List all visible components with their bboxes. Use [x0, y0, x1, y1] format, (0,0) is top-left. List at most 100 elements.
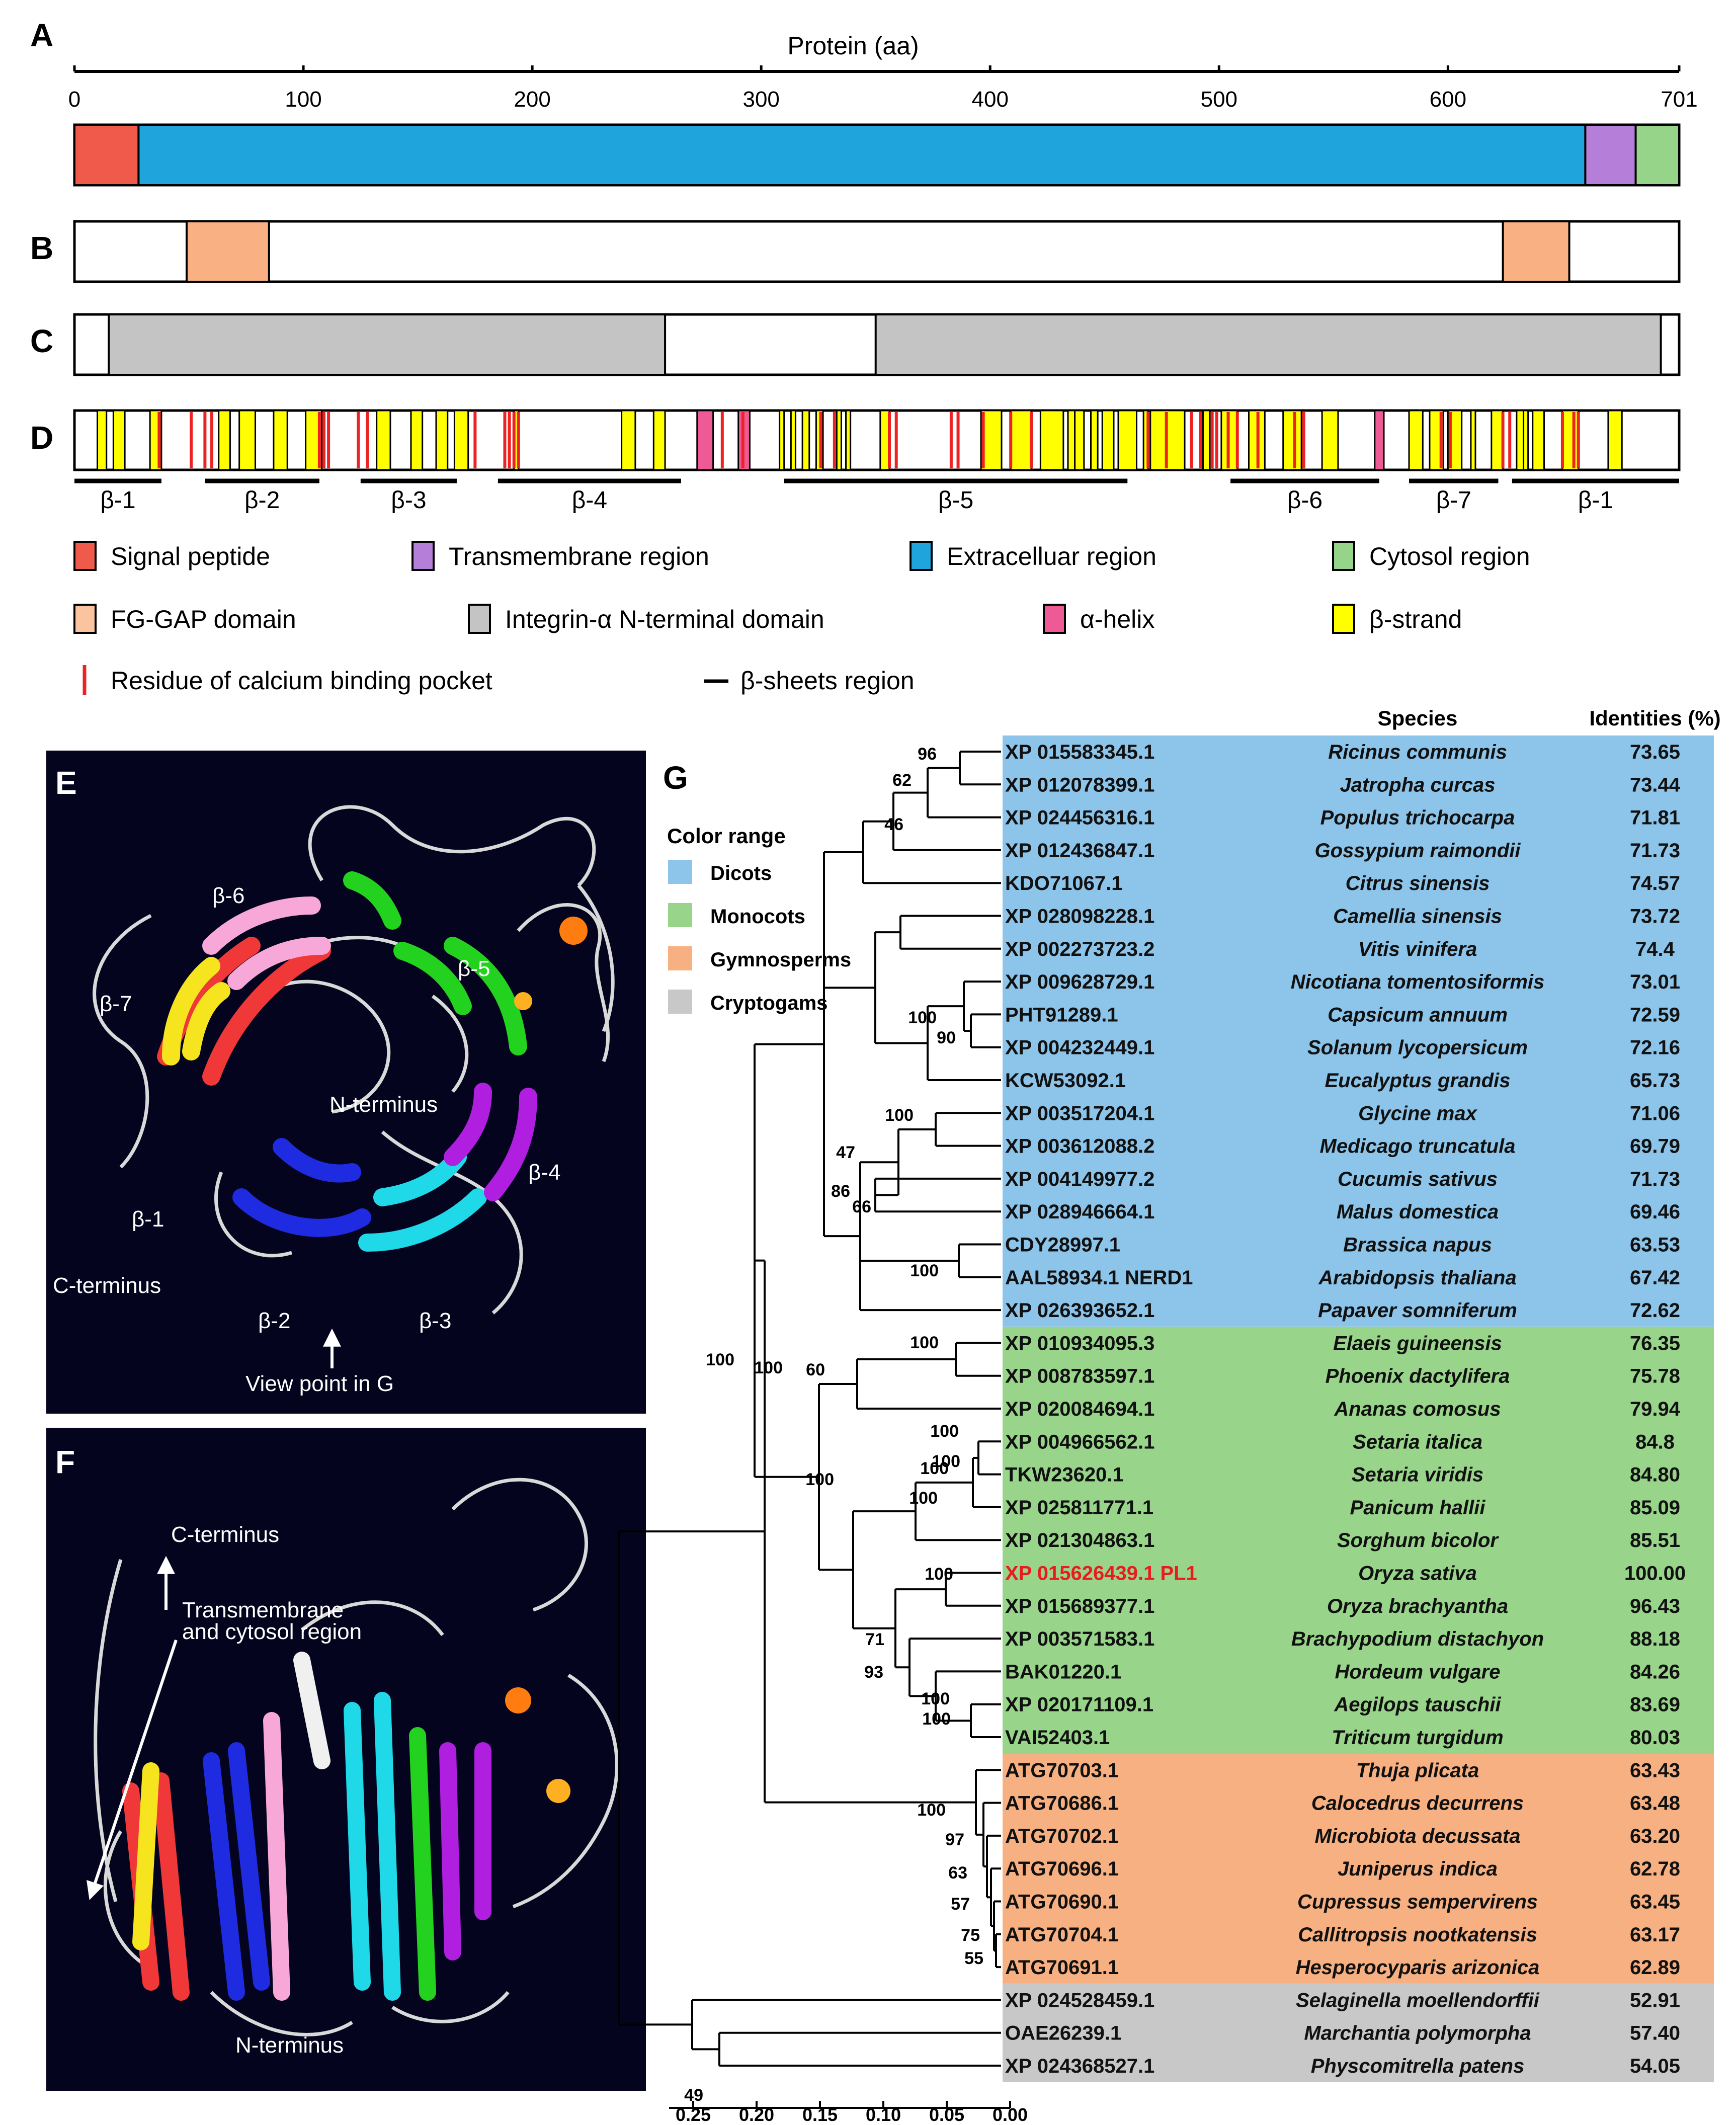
leaf-species: Triticum turgidum: [1332, 1727, 1503, 1749]
bootstrap-value: 100: [930, 1422, 959, 1441]
leaf-accession: XP 015626439.1 PL1: [1005, 1563, 1197, 1585]
leaf-accession: XP 003517204.1: [1005, 1102, 1154, 1124]
bootstrap-value: 66: [852, 1197, 871, 1216]
track-d-secondary-structure: [73, 409, 1681, 471]
leaf-species: Ananas comosus: [1334, 1398, 1501, 1420]
leaf-accession: XP 015689377.1: [1005, 1595, 1154, 1617]
beta-strand: [652, 410, 666, 471]
panel-f-helix: [505, 1687, 531, 1713]
leaf-accession: XP 024368527.1: [1005, 2055, 1154, 2077]
bootstrap-value: 100: [925, 1565, 953, 1584]
beta-strand: [410, 410, 424, 471]
panel-label-g: G: [663, 760, 688, 796]
leaf-identity: 88.18: [1630, 1628, 1680, 1650]
track-frame: [73, 220, 1681, 283]
beta-strand: [845, 410, 852, 471]
legend-swatch: [1332, 604, 1355, 634]
beta-sheet-label: β-7: [1436, 487, 1471, 514]
bootstrap-value: 100: [885, 1106, 914, 1125]
group-swatch: [668, 903, 692, 927]
label-beta1: β-1: [132, 1207, 164, 1232]
leaf-accession: BAK01220.1: [1005, 1661, 1121, 1683]
bootstrap-value: 60: [806, 1360, 825, 1379]
track-segment: [874, 313, 1662, 376]
label-beta3: β-3: [419, 1309, 451, 1333]
leaf-species: Juniperus indica: [1338, 1858, 1498, 1880]
leaf-species: Glycine max: [1358, 1102, 1477, 1124]
leaf-accession: XP 012436847.1: [1005, 840, 1154, 862]
leaf-identity: 54.05: [1630, 2055, 1680, 2077]
leaf-species: Ricinus communis: [1328, 741, 1507, 763]
leaf-accession: CDY28997.1: [1005, 1234, 1120, 1256]
panel-label-b: B: [30, 230, 53, 266]
panel-label-e: E: [55, 765, 77, 801]
bootstrap-value: 62: [892, 771, 912, 790]
bootstrap-value: 71: [865, 1630, 884, 1649]
leaf-species: Callitropsis nootkatensis: [1298, 1924, 1537, 1946]
beta-strand: [1561, 410, 1580, 471]
axis-tick-label: 701: [1661, 87, 1697, 112]
track-segment: [1502, 220, 1570, 283]
label-cterminus-f: C-terminus: [171, 1522, 279, 1547]
scale-tick-label: 0.05: [929, 2104, 964, 2125]
leaf-species: Marchantia polymorpha: [1304, 2022, 1531, 2045]
group-swatch: [668, 860, 692, 884]
leaf-species: Malus domestica: [1337, 1201, 1499, 1223]
leaf-accession: ATG70704.1: [1005, 1924, 1119, 1946]
leaf-accession: KCW53092.1: [1005, 1070, 1126, 1092]
leaf-identity: 62.78: [1630, 1858, 1680, 1880]
legend-label: Transmembrane region: [449, 542, 709, 570]
bootstrap-value: 100: [706, 1350, 734, 1369]
bootstrap-value: 86: [831, 1182, 850, 1201]
leaf-identity: 74.4: [1635, 938, 1675, 960]
alpha-helix: [696, 410, 714, 471]
leaf-identity: 71.81: [1630, 807, 1680, 829]
leaf-accession: XP 025811771.1: [1005, 1497, 1153, 1519]
bootstrap-value: 96: [918, 745, 937, 764]
bootstrap-value: 47: [836, 1143, 855, 1162]
track-segment: [185, 220, 270, 283]
leaf-accession: ATG70703.1: [1005, 1759, 1119, 1781]
color-range-title: Color range: [667, 824, 786, 848]
legend-label: β-sheets region: [740, 667, 915, 695]
track-c-integrin-domain: [73, 313, 1681, 376]
group-band: [1003, 735, 1714, 1327]
legend-label: Integrin-α N-terminal domain: [505, 605, 824, 633]
panel-f-loops: [94, 1478, 619, 2036]
leaf-identity: 73.65: [1630, 741, 1680, 763]
leaf-identity: 84.80: [1630, 1464, 1680, 1486]
legend-label: Signal peptide: [111, 542, 270, 570]
legend-swatch: [1332, 541, 1355, 571]
leaf-identity: 69.79: [1630, 1135, 1680, 1158]
beta-strand: [1408, 410, 1424, 471]
group-band: [1003, 1984, 1714, 2082]
bootstrap-value: 55: [964, 1949, 983, 1968]
legend-swatch: [468, 604, 491, 634]
panel-e-structure: E: [46, 751, 646, 1414]
panel-e-background: [46, 751, 646, 1414]
leaf-species: Hesperocyparis arizonica: [1296, 1956, 1540, 1979]
leaf-accession: ATG70702.1: [1005, 1825, 1119, 1847]
beta-strand: [1101, 410, 1115, 471]
leaf-species: Aegilops tauschii: [1334, 1694, 1501, 1716]
bootstrap-value: 100: [910, 1261, 939, 1280]
scale-tick-label: 0.00: [993, 2104, 1028, 2125]
leaf-species: Cupressus sempervirens: [1297, 1891, 1538, 1913]
leaf-accession: XP 020171109.1: [1005, 1694, 1153, 1716]
leaf-identity: 72.59: [1630, 1004, 1680, 1026]
leaf-species: Sorghum bicolor: [1337, 1529, 1499, 1551]
legend-label: Cytosol region: [1369, 542, 1530, 570]
beta-sheet-label: β-1: [100, 487, 135, 514]
leaf-species: Arabidopsis thaliana: [1318, 1267, 1516, 1289]
leaf-species: Capsicum annuum: [1328, 1004, 1508, 1026]
leaf-accession: XP 008783597.1: [1005, 1365, 1154, 1387]
leaf-species: Brassica napus: [1343, 1234, 1492, 1256]
track-segment: [137, 124, 1587, 186]
protein-axis-title: Protein (aa): [787, 32, 919, 60]
beta-strand: [1470, 410, 1476, 471]
